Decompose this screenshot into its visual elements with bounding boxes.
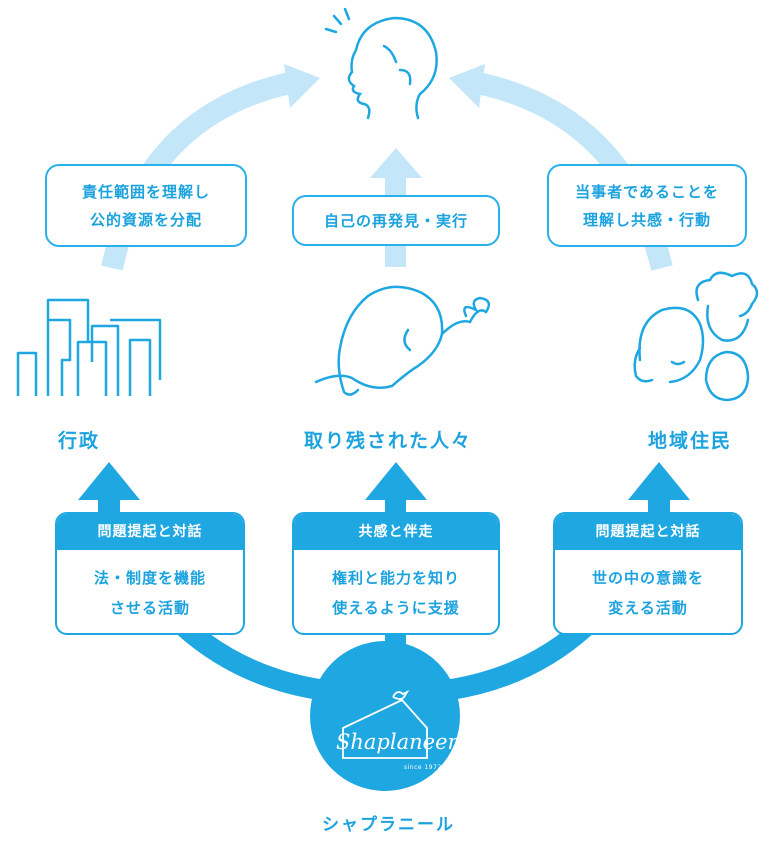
policy-card-body: 法・制度を機能 させる活動 <box>57 550 243 623</box>
policy-card-line1: 法・制度を機能 <box>93 569 206 587</box>
responsibility-line1: 責任範囲を理解し <box>81 182 210 201</box>
building-icon <box>16 298 162 396</box>
logo-since: since 1972 <box>404 764 442 771</box>
center-up-arrowhead <box>370 148 422 178</box>
empathy-action-line2: 理解し共感・行動 <box>582 210 711 229</box>
policy-card-header: 問題提起と対話 <box>57 514 243 550</box>
right-up-arrowhead <box>628 462 690 500</box>
organization-label: シャプラニール <box>322 815 455 835</box>
logo-wordmark: Shaplaneer <box>336 730 458 754</box>
awareness-card: 問題提起と対話 世の中の意識を 変える活動 <box>553 512 743 635</box>
empathy-action-box: 当事者であることを 理解し共感・行動 <box>547 164 747 247</box>
center-up-arrowhead-dark <box>365 462 427 500</box>
responsibility-line2: 公的資源を分配 <box>89 210 202 229</box>
left-behind-people-label: 取り残された人々 <box>304 430 473 452</box>
policy-card: 問題提起と対話 法・制度を機能 させる活動 <box>55 512 245 635</box>
support-card-header: 共感と伴走 <box>294 514 498 550</box>
thinking-face-icon <box>324 7 438 120</box>
government-label: 行政 <box>58 430 101 452</box>
awareness-card-body: 世の中の意識を 変える活動 <box>555 550 741 623</box>
residents-icon <box>633 271 759 402</box>
responsibility-box: 責任範囲を理解し 公的資源を分配 <box>45 164 247 247</box>
support-card-line2: 使えるように支援 <box>332 599 460 617</box>
awareness-card-header: 問題提起と対話 <box>555 514 741 550</box>
logo-circle <box>310 641 460 791</box>
self-rediscovery-line1: 自己の再発見・実行 <box>323 211 468 230</box>
self-rediscovery-box: 自己の再発見・実行 <box>292 195 500 246</box>
local-residents-label: 地域住民 <box>648 430 733 452</box>
person-head-icon <box>314 285 491 396</box>
left-up-arrowhead <box>78 462 140 500</box>
awareness-card-line2: 変える活動 <box>608 599 688 617</box>
right-arc-arrowhead <box>449 64 485 108</box>
policy-card-line2: させる活動 <box>109 599 190 617</box>
awareness-card-line1: 世の中の意識を <box>591 569 704 587</box>
support-card-body: 権利と能力を知り 使えるように支援 <box>294 550 498 623</box>
hanger-bird-icon <box>342 689 428 759</box>
empathy-action-line1: 当事者であることを <box>575 182 719 201</box>
support-card: 共感と伴走 権利と能力を知り 使えるように支援 <box>292 512 500 635</box>
support-card-line1: 権利と能力を知り <box>331 569 460 587</box>
left-arc-arrowhead <box>284 64 320 108</box>
